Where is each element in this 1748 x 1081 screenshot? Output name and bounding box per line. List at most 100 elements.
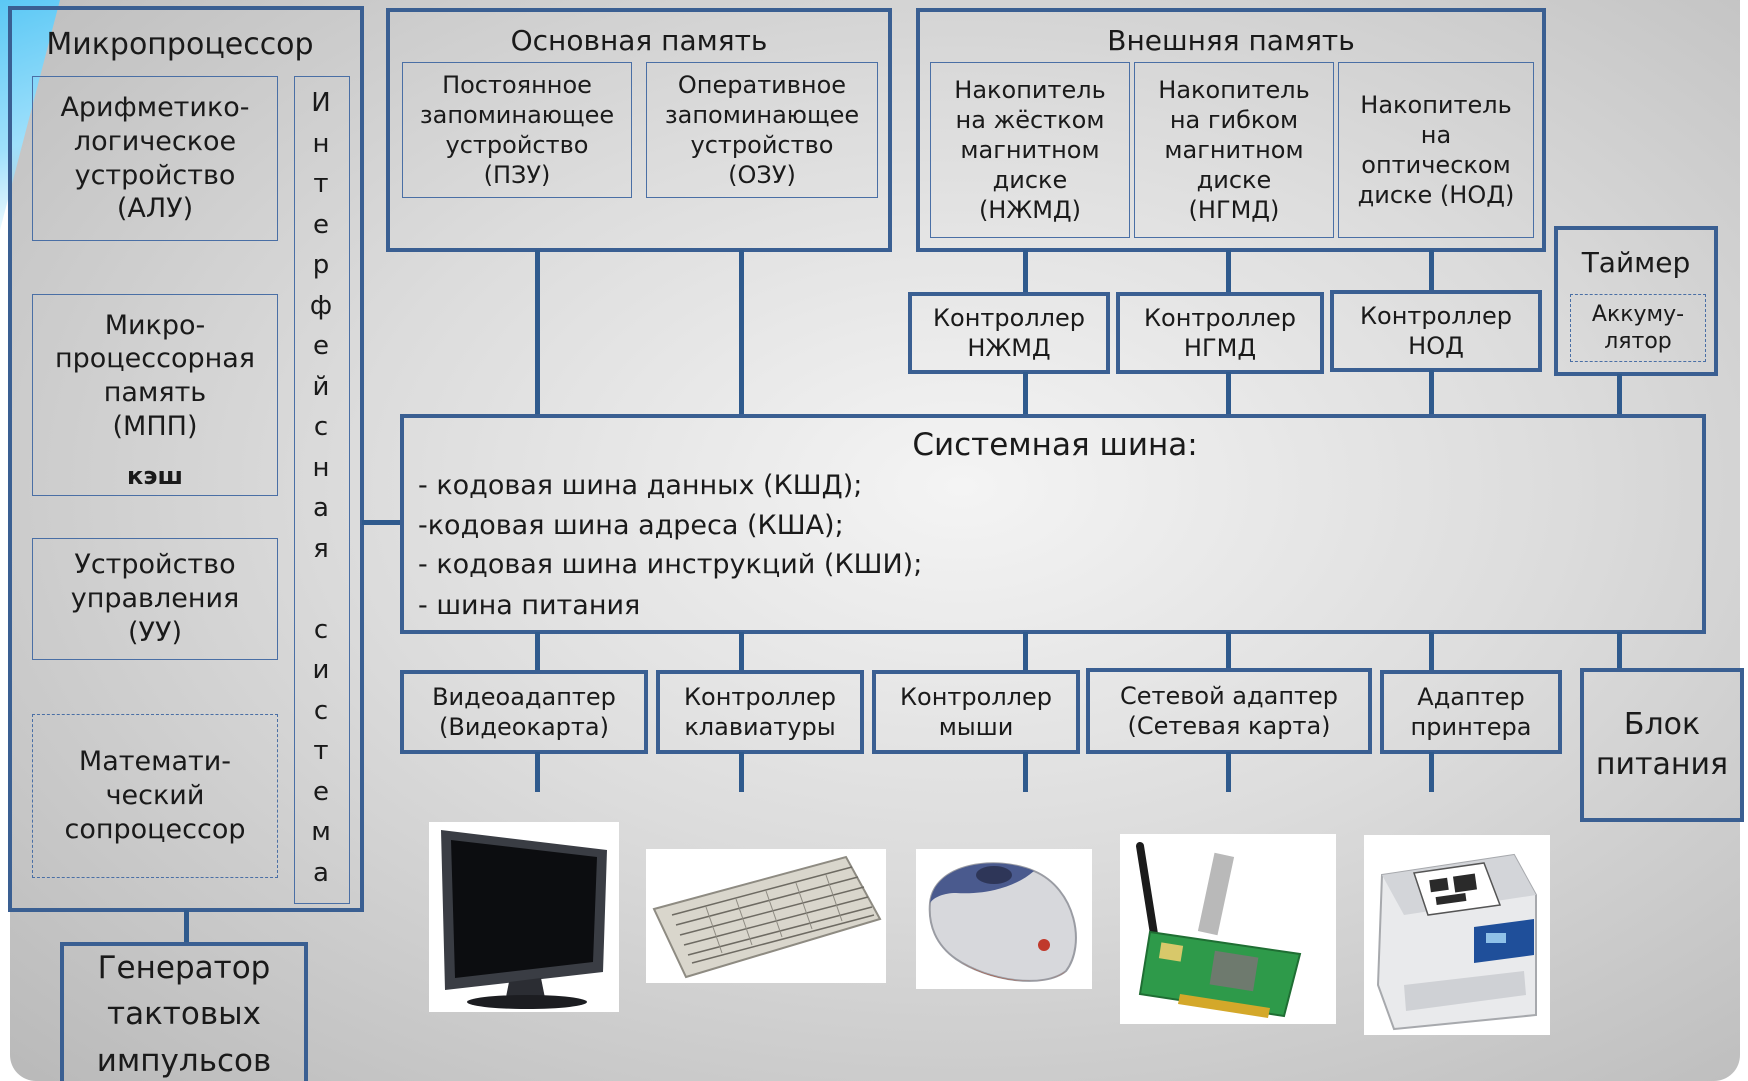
mouse-controller-label: Контроллер мыши bbox=[900, 683, 1052, 741]
interface-letter: и bbox=[312, 655, 330, 685]
hdd-controller-bus-connector bbox=[1023, 372, 1028, 416]
fdd-controller-label: Контроллер НГМД bbox=[1144, 304, 1296, 362]
keyboard-controller-box bbox=[656, 670, 864, 754]
monitor-picture bbox=[429, 822, 619, 1012]
bus-line-power: - шина питания bbox=[418, 590, 641, 621]
odd-controller-box bbox=[1330, 290, 1542, 372]
monitor-icon bbox=[441, 830, 607, 1009]
odd-controller-connector bbox=[1429, 250, 1434, 292]
control-unit-box bbox=[32, 538, 278, 660]
power-supply-box bbox=[1580, 668, 1744, 822]
timer-title: Таймер bbox=[1581, 245, 1691, 279]
bus-line-data: - кодовая шина данных (КШД); bbox=[418, 470, 863, 501]
printer-adapter-label: Адаптер принтера bbox=[1410, 683, 1532, 741]
interface-letter: е bbox=[313, 776, 329, 807]
hdd-box bbox=[930, 62, 1130, 238]
fdd-controller-connector bbox=[1226, 250, 1231, 294]
timer-bus-connector bbox=[1617, 374, 1622, 416]
coprocessor-label: Математи- ческий сопроцессор bbox=[64, 746, 246, 845]
coprocessor-box bbox=[32, 714, 278, 878]
keyboard-controller-label: Контроллер клавиатуры bbox=[684, 683, 836, 741]
keyboard-picture bbox=[646, 849, 886, 983]
odd-controller-bus-connector bbox=[1429, 370, 1434, 416]
bus-video-connector bbox=[535, 632, 540, 672]
interface-letter: н bbox=[312, 452, 330, 483]
hdd-controller-box bbox=[908, 292, 1110, 374]
video-device-connector bbox=[535, 752, 540, 792]
interface-letter: р bbox=[312, 250, 330, 280]
odd-label: Накопитель на оптическом диске (НОД) bbox=[1357, 91, 1515, 209]
printer-adapter-box bbox=[1380, 670, 1562, 754]
keyboard-device-connector bbox=[739, 752, 744, 792]
system-bus-box bbox=[400, 414, 1706, 634]
interface-letter: с bbox=[313, 614, 329, 645]
main-memory-box bbox=[386, 8, 892, 252]
control-unit-label: Устройство управления (УУ) bbox=[70, 549, 240, 648]
network-device-connector bbox=[1226, 752, 1231, 792]
alu-label: Арифметико- логическое устройство (АЛУ) bbox=[60, 92, 250, 225]
interface-letter: с bbox=[313, 695, 329, 726]
external-memory-title: Внешняя память bbox=[1107, 23, 1355, 57]
printer-icon bbox=[1376, 853, 1537, 1031]
rom-label: Постоянное запоминающее устройство (ПЗУ) bbox=[419, 71, 615, 189]
interface-letter: И bbox=[311, 88, 331, 118]
bus-line-instructions: - кодовая шина инструкций (КШИ); bbox=[418, 549, 923, 580]
printer-picture bbox=[1364, 835, 1550, 1035]
processor-generator-connector bbox=[184, 910, 189, 944]
network-card-icon bbox=[1136, 842, 1302, 1018]
bus-mouse-connector bbox=[1023, 632, 1028, 672]
bus-keyboard-connector bbox=[739, 632, 744, 672]
hdd-label: Накопитель на жёстком магнитном диске (Н… bbox=[954, 76, 1106, 224]
network-adapter-label: Сетевой адаптер (Сетевая карта) bbox=[1119, 682, 1338, 740]
ram-box bbox=[646, 62, 878, 198]
bus-network-connector bbox=[1226, 632, 1231, 672]
interface-letter: е bbox=[313, 209, 329, 240]
mpp-box bbox=[32, 294, 278, 496]
hdd-controller-connector bbox=[1023, 250, 1028, 294]
mpp-label: Микро- процессорная память (МПП) bbox=[54, 309, 256, 442]
network-card-picture bbox=[1120, 834, 1336, 1024]
bus-line-address: -кодовая шина адреса (КША); bbox=[418, 510, 844, 541]
rom-box bbox=[402, 62, 632, 198]
interface-letter: ф bbox=[309, 290, 333, 321]
processor-bus-connector bbox=[362, 520, 402, 525]
alu-box bbox=[32, 76, 278, 241]
clock-generator-box bbox=[60, 942, 308, 1081]
interface-letter: т bbox=[313, 169, 329, 199]
interface-letter: й bbox=[312, 371, 330, 402]
interface-letter: м bbox=[311, 817, 331, 847]
ram-label: Оперативное запоминающее устройство (ОЗУ… bbox=[664, 71, 860, 189]
timer-box bbox=[1554, 226, 1718, 376]
rom-bus-connector bbox=[535, 250, 540, 416]
ram-bus-connector bbox=[739, 250, 744, 416]
interface-letter: а bbox=[313, 857, 329, 888]
interface-letter: т bbox=[313, 736, 329, 766]
odd-controller-label: Контроллер НОД bbox=[1360, 302, 1512, 360]
main-memory-title: Основная память bbox=[510, 23, 768, 57]
fdd-label: Накопитель на гибком магнитном диске (НГ… bbox=[1158, 76, 1310, 224]
microprocessor-title: Микропроцессор bbox=[46, 27, 314, 63]
bus-power-connector bbox=[1617, 632, 1622, 670]
external-memory-box bbox=[916, 8, 1546, 252]
printer-device-connector bbox=[1429, 752, 1434, 792]
interface-letter: я bbox=[313, 533, 329, 564]
video-adapter-box bbox=[400, 670, 648, 754]
fdd-controller-bus-connector bbox=[1226, 372, 1231, 416]
keyboard-icon bbox=[652, 855, 882, 979]
bus-printer-connector bbox=[1429, 632, 1434, 672]
system-bus-title: Системная шина: bbox=[912, 426, 1198, 463]
clock-generator-label: Генератор тактовых импульсов bbox=[96, 949, 272, 1079]
fdd-controller-box bbox=[1116, 292, 1324, 374]
odd-box bbox=[1338, 62, 1534, 238]
mouse-device-connector bbox=[1023, 752, 1028, 792]
mouse-picture bbox=[916, 849, 1092, 989]
video-adapter-label: Видеоадаптер (Видеокарта) bbox=[432, 683, 616, 741]
battery-label: Аккуму- лятор bbox=[1591, 301, 1685, 355]
interface-letter: н bbox=[312, 128, 330, 159]
interface-letter: с bbox=[313, 412, 329, 442]
battery-box bbox=[1570, 294, 1706, 362]
fdd-box bbox=[1134, 62, 1334, 238]
power-supply-label: Блок питания bbox=[1595, 706, 1729, 783]
